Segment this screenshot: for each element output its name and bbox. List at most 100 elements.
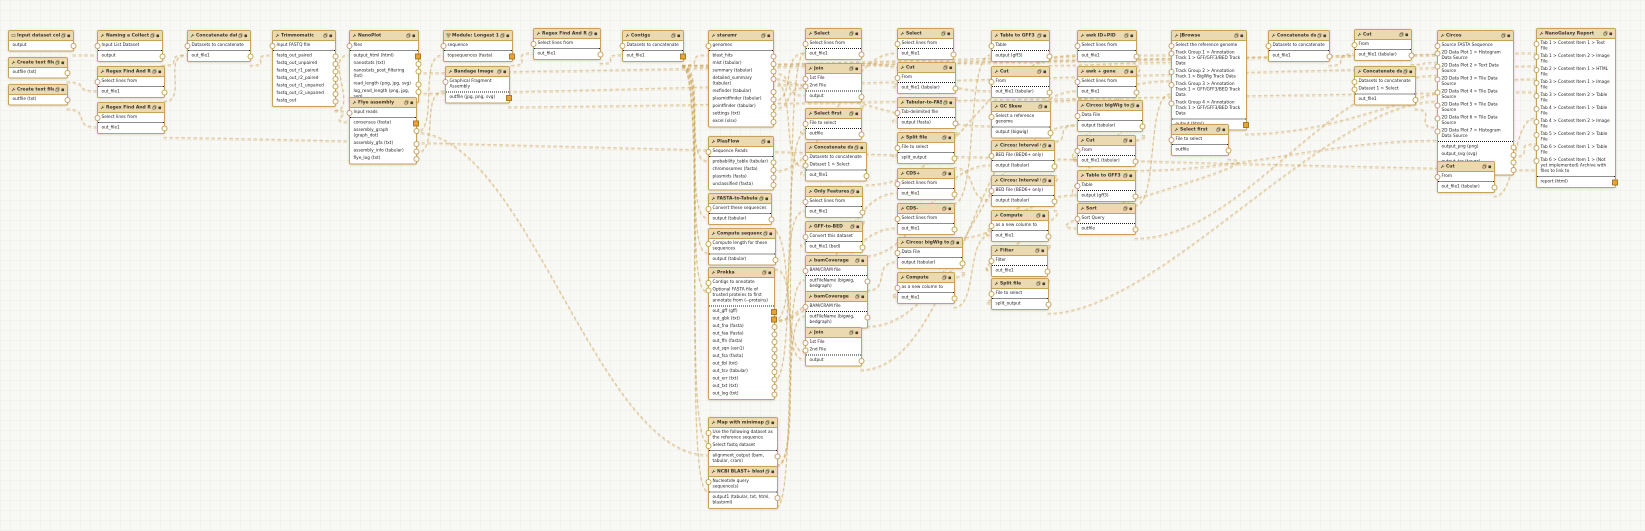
clone-icon[interactable] xyxy=(1124,33,1129,38)
node-header[interactable]: Compute xyxy=(992,211,1048,221)
output-terminal[interactable] xyxy=(771,331,778,338)
remove-icon[interactable] xyxy=(855,112,859,116)
node-header[interactable]: Concatenate datasets xyxy=(806,143,866,153)
remove-icon[interactable] xyxy=(765,197,769,201)
output-terminal[interactable] xyxy=(1412,97,1419,103)
clone-icon[interactable] xyxy=(671,33,676,38)
output-terminal[interactable] xyxy=(1510,167,1517,173)
remove-icon[interactable] xyxy=(1129,207,1133,211)
input-terminal[interactable] xyxy=(802,199,809,205)
input-terminal[interactable] xyxy=(94,79,101,85)
remove-icon[interactable] xyxy=(768,271,772,275)
input-terminal[interactable] xyxy=(184,43,191,49)
clone-icon[interactable] xyxy=(1037,69,1042,74)
remove-icon[interactable] xyxy=(1043,70,1047,74)
output-terminal[interactable] xyxy=(771,361,778,368)
node-header[interactable]: Circos: Interval to Tiles xyxy=(992,176,1054,186)
output-terminal[interactable] xyxy=(1046,89,1053,96)
output-terminal[interactable] xyxy=(768,216,775,223)
output-terminal[interactable] xyxy=(332,76,339,82)
output-terminal[interactable] xyxy=(64,97,71,103)
input-terminal[interactable] xyxy=(705,43,712,49)
output-terminal[interactable] xyxy=(770,159,777,166)
input-terminal[interactable] xyxy=(705,479,712,485)
remove-icon[interactable] xyxy=(158,106,162,110)
input-terminal[interactable] xyxy=(1434,89,1441,96)
remove-icon[interactable] xyxy=(856,225,860,229)
node-header[interactable]: awk ID+PID xyxy=(1078,31,1136,41)
remove-icon[interactable] xyxy=(156,34,160,38)
workflow-node-module10[interactable]: Module: Longest 10 Contigssequencetopseq… xyxy=(440,30,515,62)
output-terminal[interactable] xyxy=(859,244,866,251)
node-header[interactable]: Sort xyxy=(1078,204,1135,214)
node-header[interactable]: Prokka xyxy=(709,268,774,278)
node-header[interactable]: GFF-to-BED xyxy=(806,222,862,232)
input-terminal[interactable] xyxy=(1434,50,1441,57)
remove-icon[interactable] xyxy=(949,101,953,105)
input-terminal[interactable] xyxy=(440,43,447,49)
remove-icon[interactable] xyxy=(1048,144,1052,148)
output-terminal[interactable] xyxy=(770,61,777,67)
remove-icon[interactable] xyxy=(1041,249,1045,253)
input-terminal[interactable] xyxy=(802,304,809,310)
clone-icon[interactable] xyxy=(500,33,505,38)
remove-icon[interactable] xyxy=(856,190,860,194)
node-header[interactable]: Compute xyxy=(898,273,954,283)
output-terminal[interactable] xyxy=(1047,130,1054,136)
output-terminal[interactable] xyxy=(771,346,778,353)
remove-icon[interactable] xyxy=(1609,32,1613,36)
clone-icon[interactable] xyxy=(1123,173,1128,178)
input-terminal[interactable] xyxy=(802,76,809,82)
workflow-node-concatB[interactable]: Concatenate datasetsDatasets to concaten… xyxy=(802,142,870,182)
input-terminal[interactable] xyxy=(1074,183,1081,189)
input-terminal[interactable] xyxy=(1168,43,1175,49)
remove-icon[interactable] xyxy=(410,101,414,105)
node-header[interactable]: awk + gene xyxy=(1078,67,1136,77)
workflow-node-circosBwB[interactable]: Circos: bigWig to ScatterData Fileoutput… xyxy=(1074,100,1146,132)
remove-icon[interactable] xyxy=(948,276,952,280)
output-terminal[interactable] xyxy=(770,68,777,75)
output-terminal[interactable] xyxy=(770,182,777,188)
output-terminal[interactable] xyxy=(1045,301,1052,308)
output-terminal[interactable] xyxy=(959,260,966,267)
output-terminal[interactable] xyxy=(1326,53,1333,60)
remove-icon[interactable] xyxy=(860,146,864,150)
input-terminal[interactable] xyxy=(1168,50,1175,57)
remove-icon[interactable] xyxy=(677,34,681,38)
input-terminal[interactable] xyxy=(802,234,809,240)
output-terminal[interactable] xyxy=(858,131,865,138)
remove-icon[interactable] xyxy=(1323,34,1327,38)
input-terminal[interactable] xyxy=(988,79,995,85)
input-terminal[interactable] xyxy=(802,347,809,354)
node-header[interactable]: Concatenate datasets xyxy=(1269,31,1329,41)
input-terminal[interactable] xyxy=(894,75,901,81)
node-header[interactable]: Circos: bigWig to Scatter xyxy=(1078,101,1142,111)
output-terminal[interactable] xyxy=(770,167,777,173)
input-terminal[interactable] xyxy=(988,114,995,120)
remove-icon[interactable] xyxy=(855,331,859,335)
workflow-output-marker[interactable] xyxy=(1612,179,1618,186)
output-terminal[interactable] xyxy=(413,148,420,155)
input-terminal[interactable] xyxy=(346,43,353,49)
remove-icon[interactable] xyxy=(244,34,248,38)
clone-icon[interactable] xyxy=(1399,32,1404,37)
output-terminal[interactable] xyxy=(332,68,339,75)
remove-icon[interactable] xyxy=(949,66,953,70)
clone-icon[interactable] xyxy=(1042,178,1047,183)
output-terminal[interactable] xyxy=(770,111,777,118)
clone-icon[interactable] xyxy=(849,330,854,335)
output-terminal[interactable] xyxy=(951,191,958,198)
node-header[interactable]: Select first xyxy=(1172,125,1228,135)
workflow-node-circosBwA[interactable]: Circos: bigWig to ScatterData Fileoutput… xyxy=(894,237,966,269)
node-header[interactable]: NanoGalaxy Report xyxy=(1537,29,1615,39)
input-terminal[interactable] xyxy=(1168,100,1175,107)
output-terminal[interactable] xyxy=(1051,163,1058,170)
output-terminal[interactable] xyxy=(1491,184,1498,191)
input-terminal[interactable] xyxy=(1074,43,1081,49)
